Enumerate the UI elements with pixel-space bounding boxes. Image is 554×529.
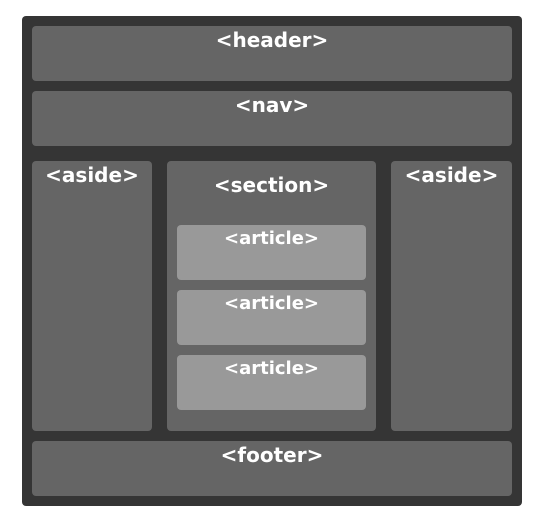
aside-right-block: <aside> [391,161,512,431]
layout-frame: <header> <nav> <aside> <section> <articl… [22,16,522,506]
article-block-2: <article> [177,290,366,345]
article-label-1: <article> [223,228,319,249]
nav-block: <nav> [32,91,512,146]
section-label: <section> [213,173,330,197]
article-label-3: <article> [223,358,319,379]
section-block: <section> <article> <article> <article> [167,161,376,431]
header-label: <header> [215,28,329,52]
article-block-1: <article> [177,225,366,280]
aside-right-label: <aside> [404,163,499,187]
article-label-2: <article> [223,293,319,314]
article-block-3: <article> [177,355,366,410]
aside-left-block: <aside> [32,161,152,431]
footer-label: <footer> [220,443,324,467]
aside-left-label: <aside> [45,163,139,187]
nav-label: <nav> [234,93,310,117]
header-block: <header> [32,26,512,81]
footer-block: <footer> [32,441,512,496]
